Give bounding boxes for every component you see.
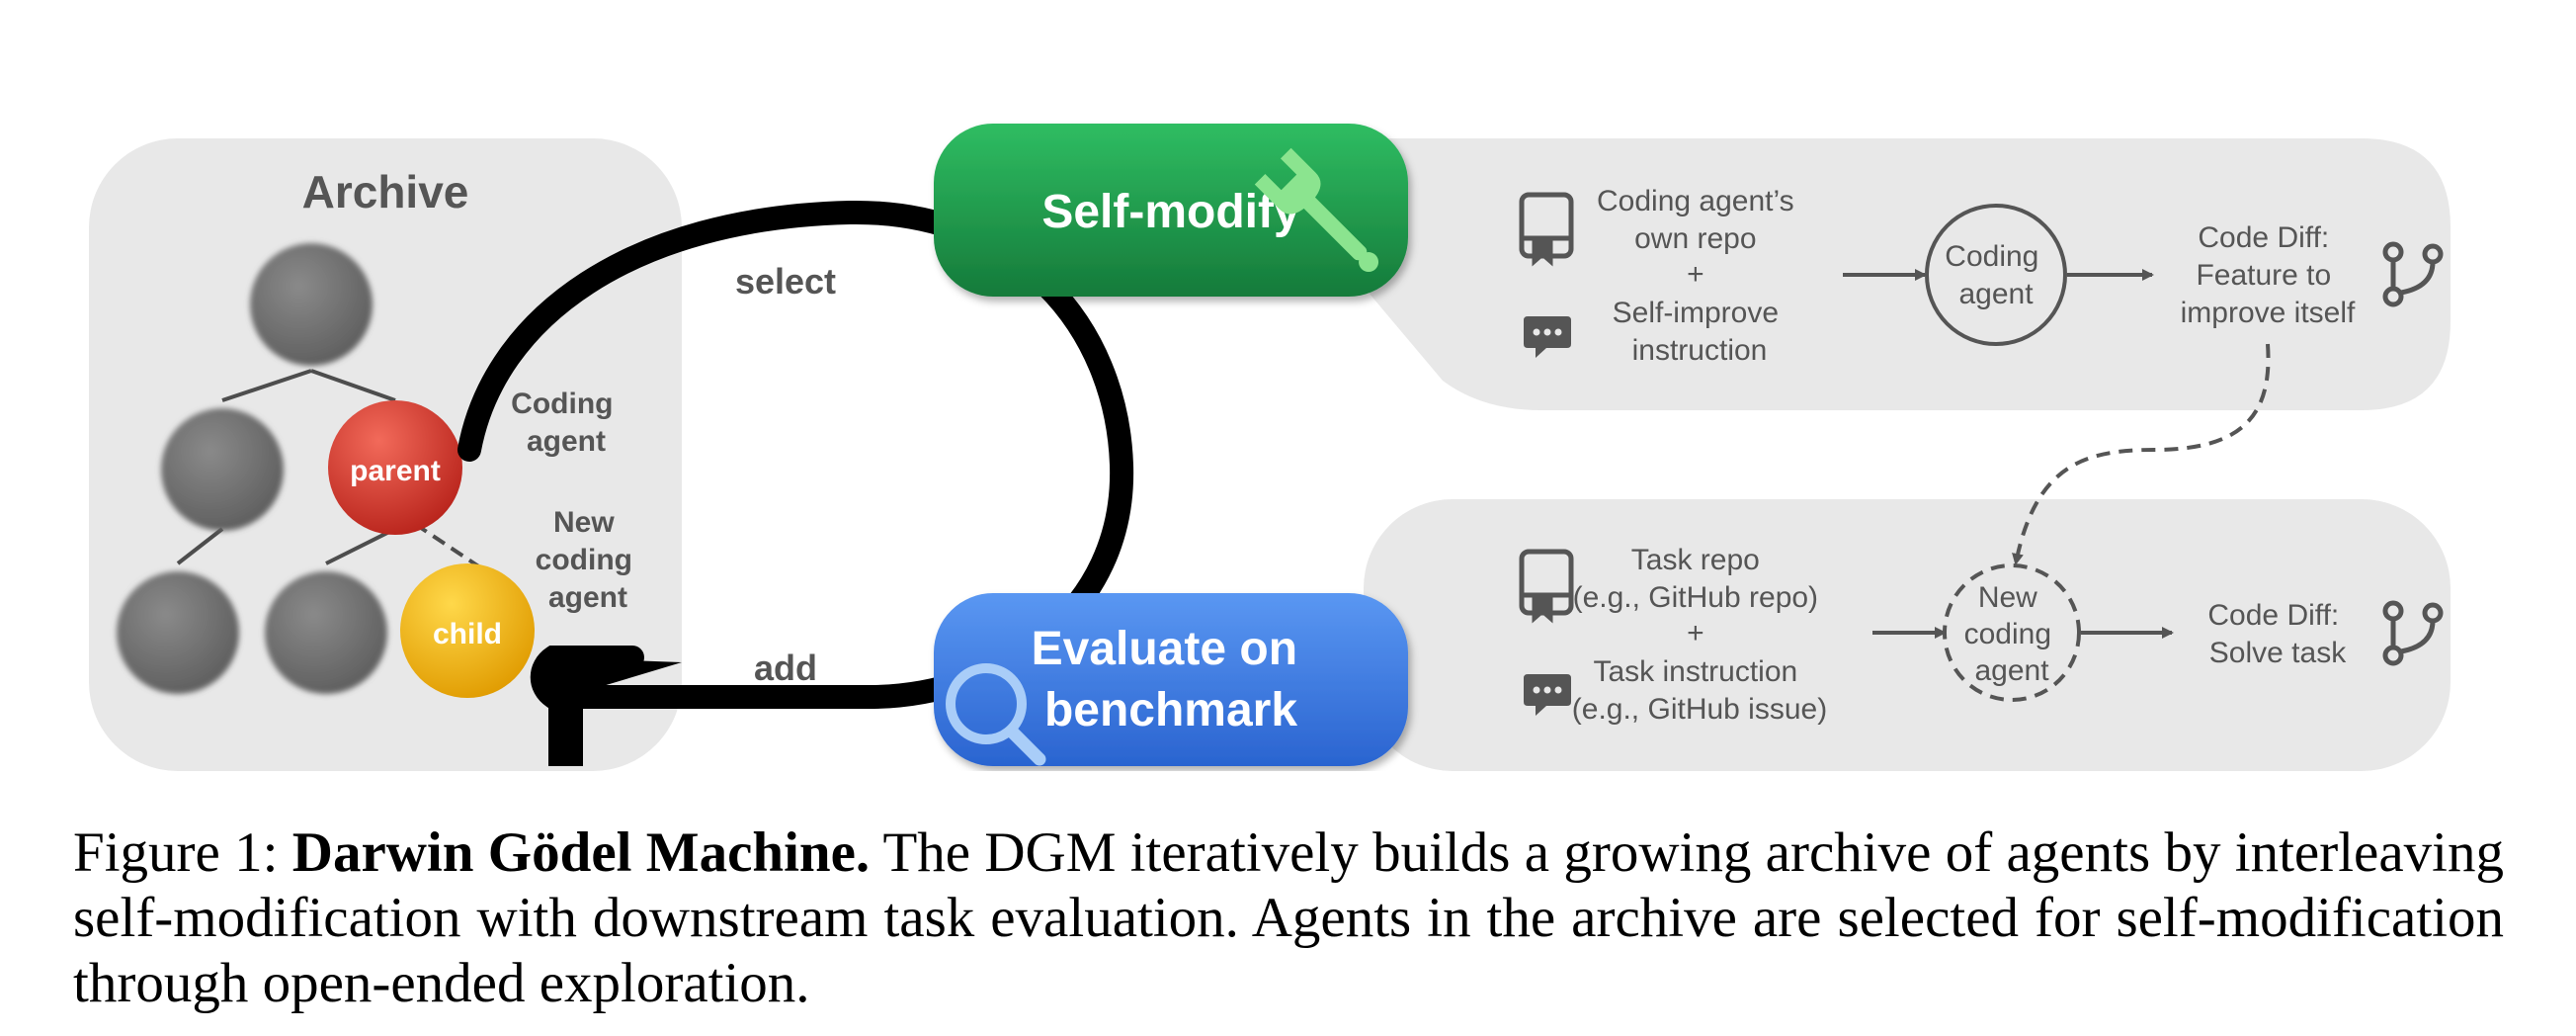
parent-label: parent bbox=[350, 455, 441, 487]
caption-prefix: Figure 1: bbox=[73, 821, 292, 884]
dashed-connector bbox=[2012, 343, 2271, 565]
ev-input-line3: Task instruction bbox=[1593, 655, 1797, 688]
sm-output-line2: Feature to bbox=[2196, 259, 2331, 292]
caption-body: The DGM iteratively builds a growing arc… bbox=[73, 821, 2504, 1014]
new-coding-agent-label: New coding agent bbox=[536, 506, 641, 614]
evaluate-label-line2: benchmark bbox=[1044, 684, 1297, 736]
child-label: child bbox=[433, 618, 502, 650]
sm-input-line4: instruction bbox=[1632, 334, 1768, 367]
evaluate-output: Code Diff: Solve task bbox=[2207, 599, 2347, 669]
sm-input-line2: own repo bbox=[1634, 222, 1756, 255]
magnifier-icon bbox=[946, 663, 1046, 766]
select-label: select bbox=[735, 261, 836, 302]
loop-arrow bbox=[457, 200, 1134, 709]
nca-node-line1: New bbox=[1978, 581, 2037, 614]
coding-agent-node bbox=[1925, 204, 2067, 346]
ev-output-line1: Code Diff: bbox=[2207, 599, 2339, 632]
self-modify-label: Self-modify bbox=[1041, 186, 1300, 238]
self-modify-button[interactable]: Self-modify bbox=[934, 124, 1408, 297]
loop-arrowhead bbox=[548, 657, 682, 766]
ev-output-line2: Solve task bbox=[2209, 637, 2347, 669]
ca-node-line1: Coding bbox=[1945, 240, 2038, 273]
new-coding-agent-node bbox=[1943, 563, 2081, 702]
ev-input-line1: Task repo bbox=[1631, 544, 1760, 576]
nca-node-line2: coding bbox=[1964, 618, 2051, 650]
ev-input-plus: + bbox=[1687, 617, 1704, 649]
sm-output-line3: improve itself bbox=[2181, 297, 2356, 329]
archive-title: Archive bbox=[302, 166, 469, 217]
sm-input-line1: Coding agent’s bbox=[1597, 185, 1794, 217]
archive-node-left bbox=[161, 408, 284, 531]
branch-icon-top bbox=[2382, 241, 2444, 307]
nca-node-line3: agent bbox=[1974, 654, 2049, 687]
add-label: add bbox=[754, 648, 817, 688]
sm-input-line3: Self-improve bbox=[1613, 297, 1779, 329]
wrench-icon bbox=[1254, 147, 1379, 273]
child-node bbox=[400, 563, 535, 698]
ca-node-line2: agent bbox=[1958, 278, 2034, 310]
coding-agent-node-label: Coding agent bbox=[1945, 240, 2046, 310]
new-coding-agent-node-label: New coding agent bbox=[1964, 581, 2060, 687]
coding-agent-label-line1: Coding bbox=[511, 388, 613, 420]
new-agent-label-line1: New bbox=[553, 506, 615, 539]
figure-caption: Figure 1: Darwin Gödel Machine. The DGM … bbox=[73, 820, 2504, 1016]
chat-icon bbox=[1524, 316, 1571, 358]
archive-node-bottom-left bbox=[117, 571, 239, 694]
parent-node bbox=[328, 400, 462, 535]
new-agent-label-line3: agent bbox=[548, 581, 627, 614]
sm-output-line1: Code Diff: bbox=[2198, 221, 2329, 254]
ev-input-line4: (e.g., GitHub issue) bbox=[1572, 693, 1827, 726]
evaluate-label-line1: Evaluate on bbox=[1032, 623, 1297, 675]
self-modify-output: Code Diff: Feature to improve itself bbox=[2181, 221, 2356, 329]
ev-input-line2: (e.g., GitHub repo) bbox=[1573, 581, 1818, 614]
task-chat-icon bbox=[1524, 674, 1571, 716]
archive-node-bottom-mid bbox=[265, 571, 387, 694]
evaluate-input: Task repo (e.g., GitHub repo) + Task ins… bbox=[1572, 544, 1827, 726]
task-repo-icon bbox=[1519, 549, 1574, 624]
caption-title: Darwin Gödel Machine. bbox=[291, 821, 871, 884]
archive-node-root bbox=[250, 243, 373, 366]
new-agent-label-line2: coding bbox=[536, 544, 632, 576]
dgm-diagram: Archive parent child Coding agent New co… bbox=[89, 124, 2451, 771]
sm-input-plus: + bbox=[1687, 258, 1704, 291]
evaluate-panel bbox=[1364, 499, 2451, 771]
branch-icon-bottom bbox=[2382, 600, 2444, 666]
coding-agent-label-line2: agent bbox=[527, 425, 606, 458]
evaluate-label: Evaluate on benchmark bbox=[1032, 623, 1311, 736]
coding-agent-label: Coding agent bbox=[511, 388, 622, 458]
repo-icon bbox=[1519, 192, 1574, 267]
self-modify-input: Coding agent’s own repo + Self-improve i… bbox=[1597, 185, 1802, 367]
evaluate-button[interactable]: Evaluate on benchmark bbox=[934, 593, 1408, 766]
